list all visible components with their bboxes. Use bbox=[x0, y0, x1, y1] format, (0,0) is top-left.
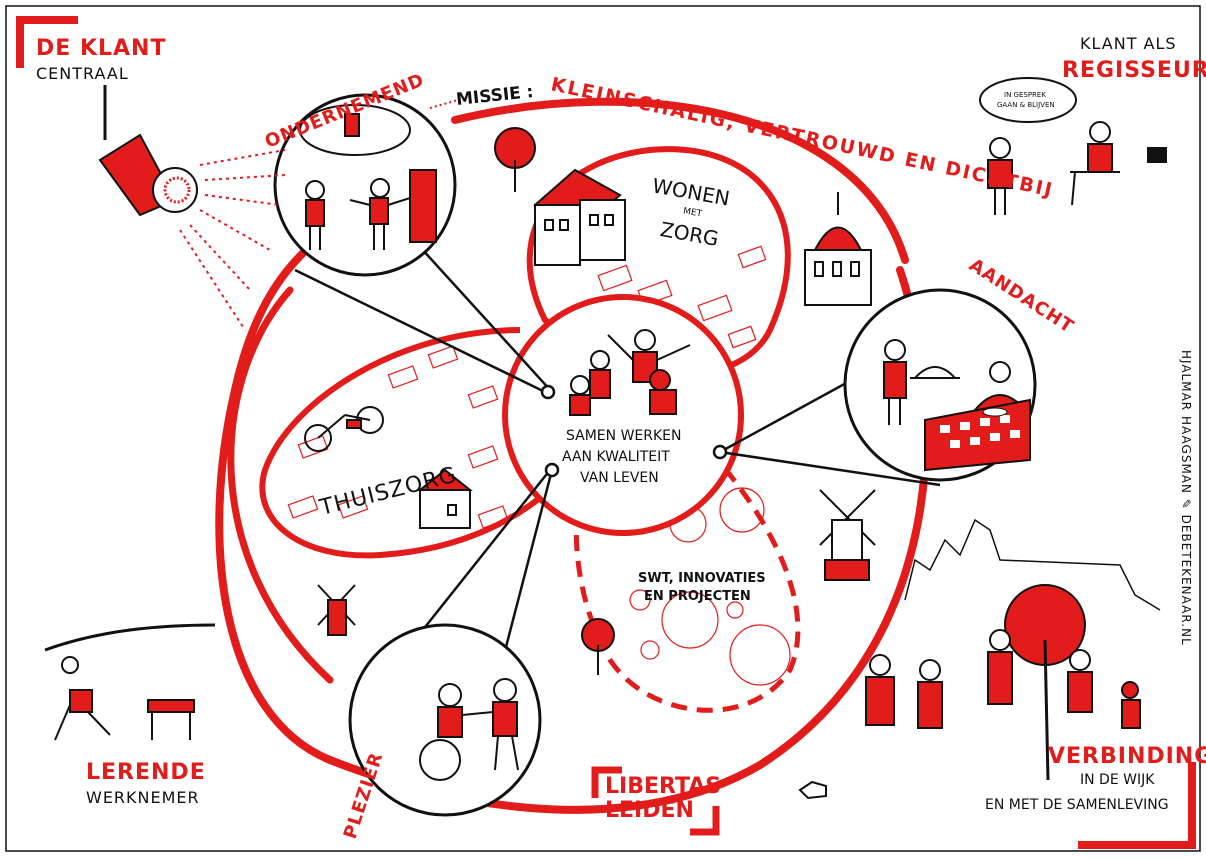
figures-regisseur bbox=[979, 77, 1167, 215]
bicycle-icon bbox=[304, 406, 384, 452]
center-line-2: AAN KWALITEIT bbox=[562, 449, 670, 465]
logo-bracket-tl bbox=[591, 766, 622, 798]
ring-arc-left bbox=[227, 286, 334, 684]
figures-verbinding bbox=[798, 584, 1141, 800]
tablecloth-checks bbox=[940, 407, 1020, 448]
lens-anchor-right bbox=[712, 444, 728, 460]
windmill-small-icon bbox=[317, 584, 356, 636]
house-wonen bbox=[533, 168, 626, 266]
corner-tl-title: DE KLANT bbox=[36, 36, 167, 61]
petal-thuiszorg bbox=[259, 327, 563, 559]
logo-bracket-br bbox=[690, 806, 720, 836]
tree-icon bbox=[494, 127, 536, 192]
tree-small-icon bbox=[581, 618, 615, 675]
skyline-line bbox=[904, 518, 1161, 611]
logo-line-2: LEIDEN bbox=[605, 798, 694, 823]
figures-center bbox=[569, 329, 691, 416]
corner-tr-title: REGISSEUR bbox=[1062, 58, 1206, 83]
label-swt-1: SWT, INNOVATIES bbox=[638, 571, 766, 586]
spotlight-icon bbox=[98, 85, 198, 217]
petal-thuiszorg-hatch bbox=[287, 345, 509, 529]
credit-text: HJALMAR HAAGSMAN ✎ DEBETEKENAAR.NL bbox=[1179, 350, 1193, 646]
spotlight-beams bbox=[179, 149, 286, 331]
center-line-1: SAMEN WERKEN bbox=[566, 428, 682, 444]
logo-line-1: LIBERTAS bbox=[605, 774, 722, 799]
label-swt-2: EN PROJECTEN bbox=[644, 589, 751, 604]
corner-bl-subtitle: WERKNEMER bbox=[86, 788, 200, 807]
house-thuiszorg bbox=[417, 468, 473, 529]
corner-tl-subtitle: CENTRAAL bbox=[36, 64, 129, 83]
lens-anchor-top bbox=[540, 384, 556, 400]
figures-lerende bbox=[44, 623, 216, 741]
center-line-3: VAN LEVEN bbox=[580, 470, 659, 486]
speech-line-1: IN GESPREK bbox=[1004, 91, 1046, 99]
bracket-br bbox=[1078, 762, 1196, 849]
figures-plezier bbox=[419, 678, 519, 781]
corner-bl-title: LERENDE bbox=[86, 760, 206, 785]
corner-br-line3: EN MET DE SAMENLEVING bbox=[985, 797, 1169, 813]
center-circle bbox=[502, 294, 744, 536]
windmill-icon bbox=[819, 489, 876, 581]
mission-link bbox=[429, 99, 459, 109]
corner-br-title: VERBINDING bbox=[1048, 744, 1206, 769]
lens-anchor-bottom bbox=[544, 462, 560, 478]
figures-ondernemend bbox=[299, 104, 437, 250]
bracket-tl bbox=[16, 16, 78, 68]
church-icon bbox=[804, 192, 872, 306]
speech-line-2: GAAN & BLIJVEN bbox=[997, 101, 1055, 109]
corner-br-line2: IN DE WIJK bbox=[1080, 772, 1155, 788]
corner-tr-subtitle: KLANT ALS bbox=[1080, 34, 1177, 53]
frame bbox=[5, 5, 1201, 852]
